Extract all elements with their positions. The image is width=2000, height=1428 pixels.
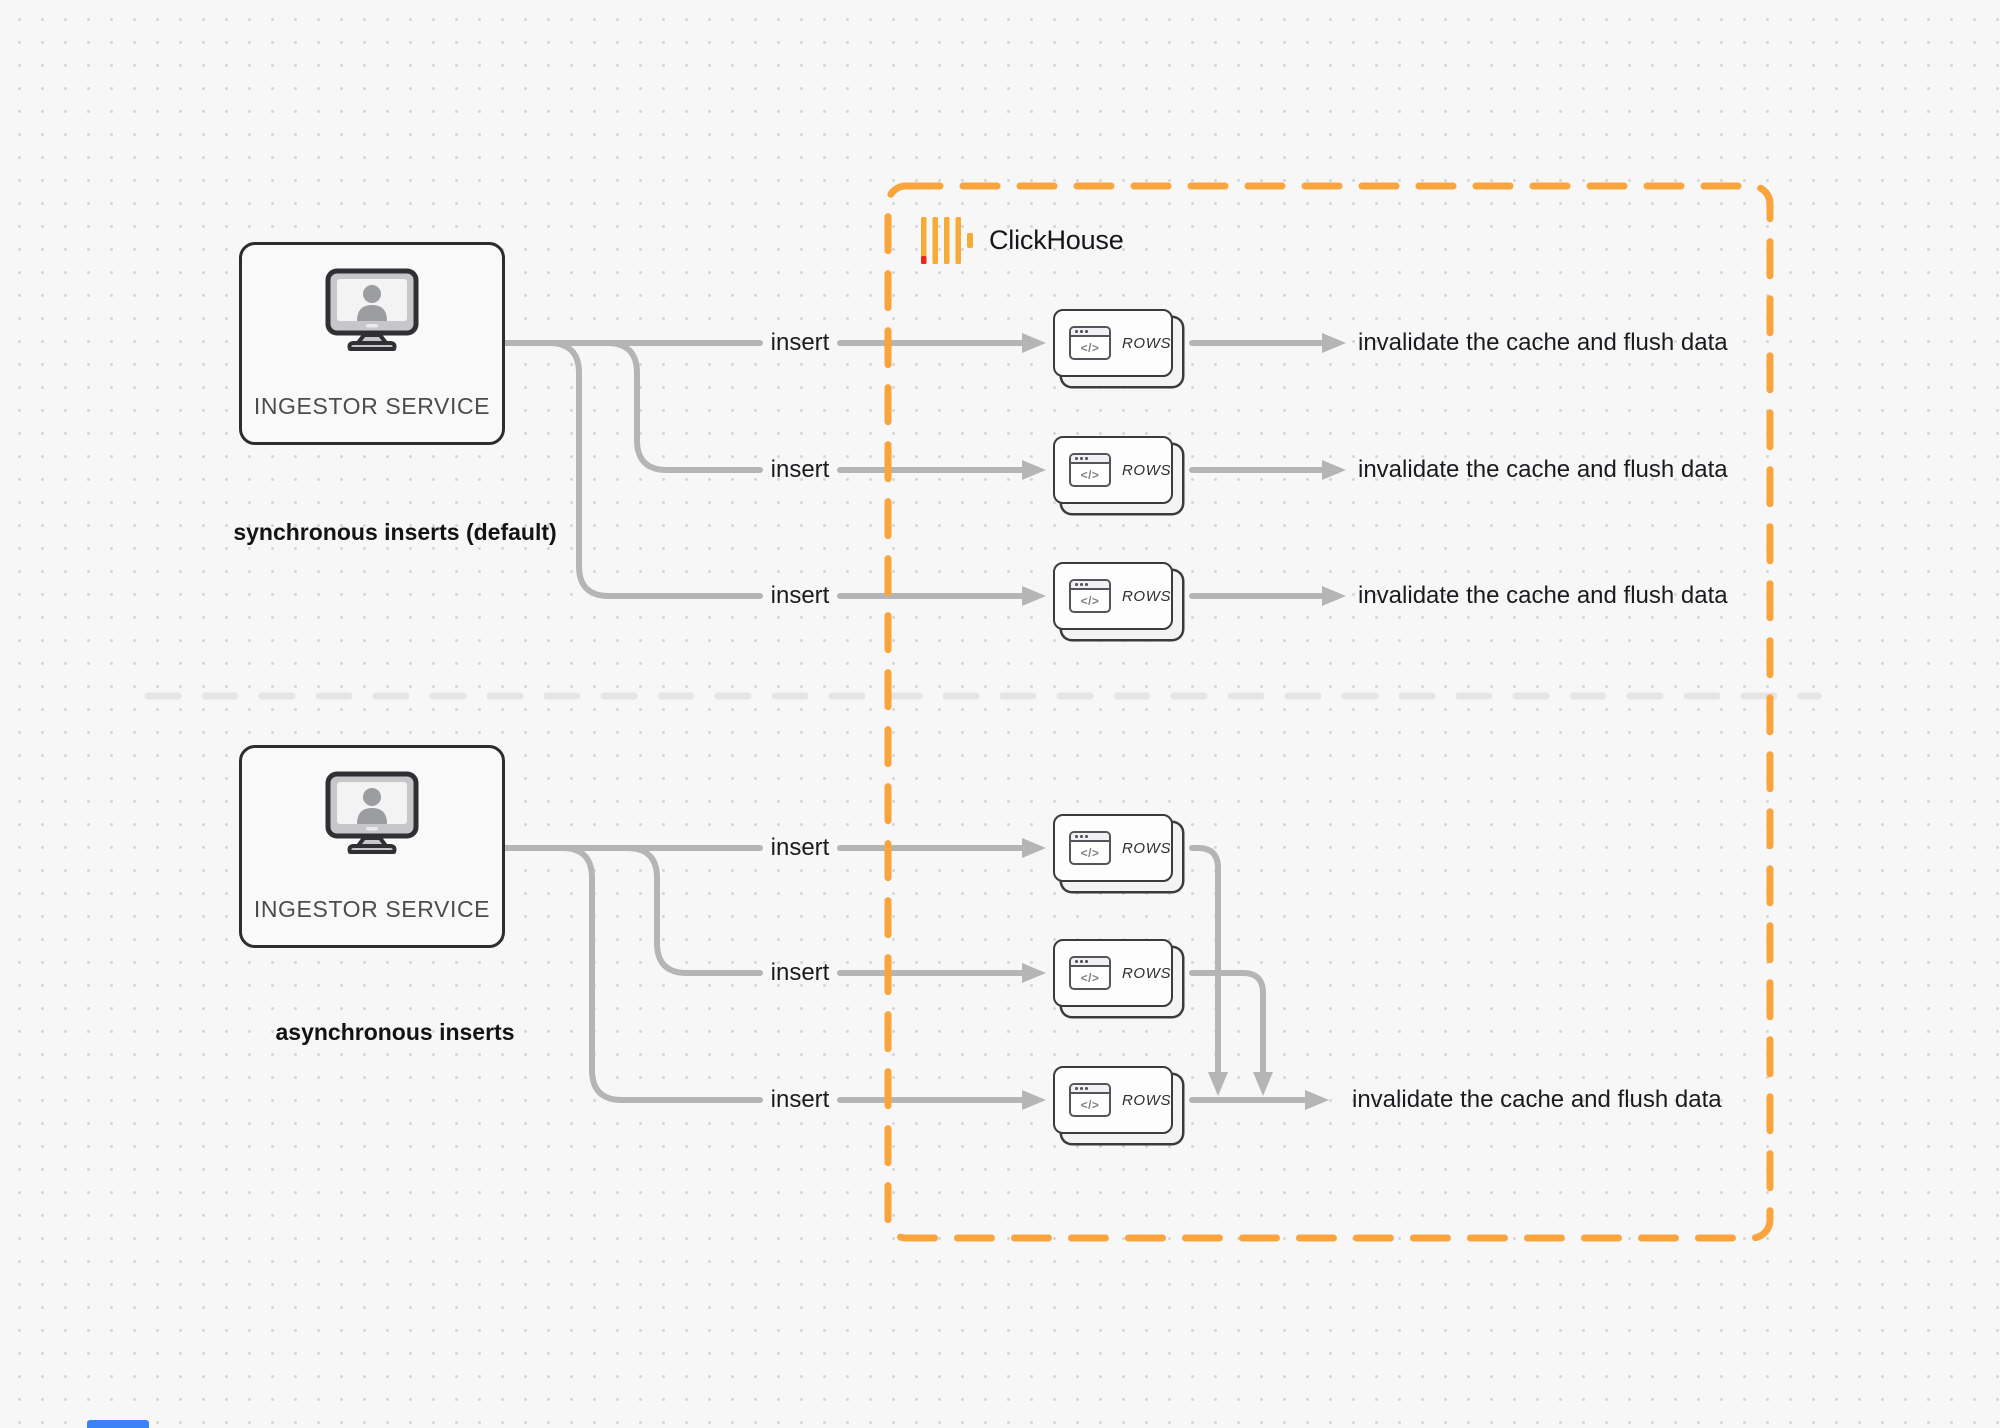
arrowhead [1305,1090,1329,1110]
rows-table-card: </> ROWS [1053,814,1173,882]
rows-label: ROWS [1122,964,1172,982]
wire-sync-row3 [502,340,763,599]
rows-table-card: </> ROWS [1053,939,1173,1007]
rows-table-card: </> ROWS [1053,562,1173,630]
code-window-icon: </> [1069,956,1111,990]
result-label: invalidate the cache and flush data [1358,329,1728,356]
arrowhead [1022,460,1046,480]
code-window-icon: </> [1069,453,1111,487]
service-label: INGESTOR SERVICE [253,393,491,419]
rows-label: ROWS [1122,334,1172,352]
clickhouse-label: ClickHouse [989,225,1124,255]
arrowhead-down [1253,1072,1273,1096]
ingestor-service-box-sync: INGESTOR SERVICE [239,242,505,445]
wire-sync-row2 [502,340,763,473]
insert-label: insert [770,834,830,861]
rows-label: ROWS [1122,461,1172,479]
code-window-icon: </> [1069,831,1111,865]
code-glyph: </> [1080,593,1100,608]
insert-label: insert [770,329,830,356]
arrowhead [1322,460,1346,480]
rows-label: ROWS [1122,587,1172,605]
code-glyph: </> [1080,970,1100,985]
arrowhead [1322,333,1346,353]
insert-label: insert [770,1086,830,1113]
wire-async-row3 [502,845,763,1103]
result-label: invalidate the cache and flush data [1352,1086,1722,1113]
wire-async-merge1 [1189,845,1221,1075]
result-label: invalidate the cache and flush data [1358,582,1728,609]
arrowhead [1322,586,1346,606]
rows-table-card: </> ROWS [1053,1066,1173,1134]
insert-label: insert [770,959,830,986]
clickhouse-cluster-border [884,182,1774,1242]
insert-label: insert [770,456,830,483]
async-caption: asynchronous inserts [275,1019,515,1045]
arrowhead [1022,838,1046,858]
wire-async-row2 [502,845,763,976]
monitor-user-icon [325,771,419,854]
rows-table-card: </> ROWS [1053,436,1173,504]
ingestor-service-box-async: INGESTOR SERVICE [239,745,505,948]
clipped-blue-element [87,1420,149,1428]
rows-table-card: </> ROWS [1053,309,1173,377]
arrowhead [1022,586,1046,606]
code-glyph: </> [1080,845,1100,860]
code-window-icon: </> [1069,1083,1111,1117]
arrowhead [1022,1090,1046,1110]
insert-label: insert [770,582,830,609]
arrowhead-down [1208,1072,1228,1096]
code-glyph: </> [1080,467,1100,482]
rows-label: ROWS [1122,839,1172,857]
code-glyph: </> [1080,340,1100,355]
code-window-icon: </> [1069,579,1111,613]
monitor-user-icon [325,268,419,351]
code-glyph: </> [1080,1097,1100,1112]
arrowhead [1022,333,1046,353]
result-label: invalidate the cache and flush data [1358,456,1728,483]
service-label: INGESTOR SERVICE [253,896,491,922]
arrowhead [1022,963,1046,983]
rows-label: ROWS [1122,1091,1172,1109]
code-window-icon: </> [1069,326,1111,360]
sync-caption: synchronous inserts (default) [233,519,557,545]
clickhouse-logo-icon [921,217,973,264]
wire-async-merge2 [1189,970,1266,1075]
